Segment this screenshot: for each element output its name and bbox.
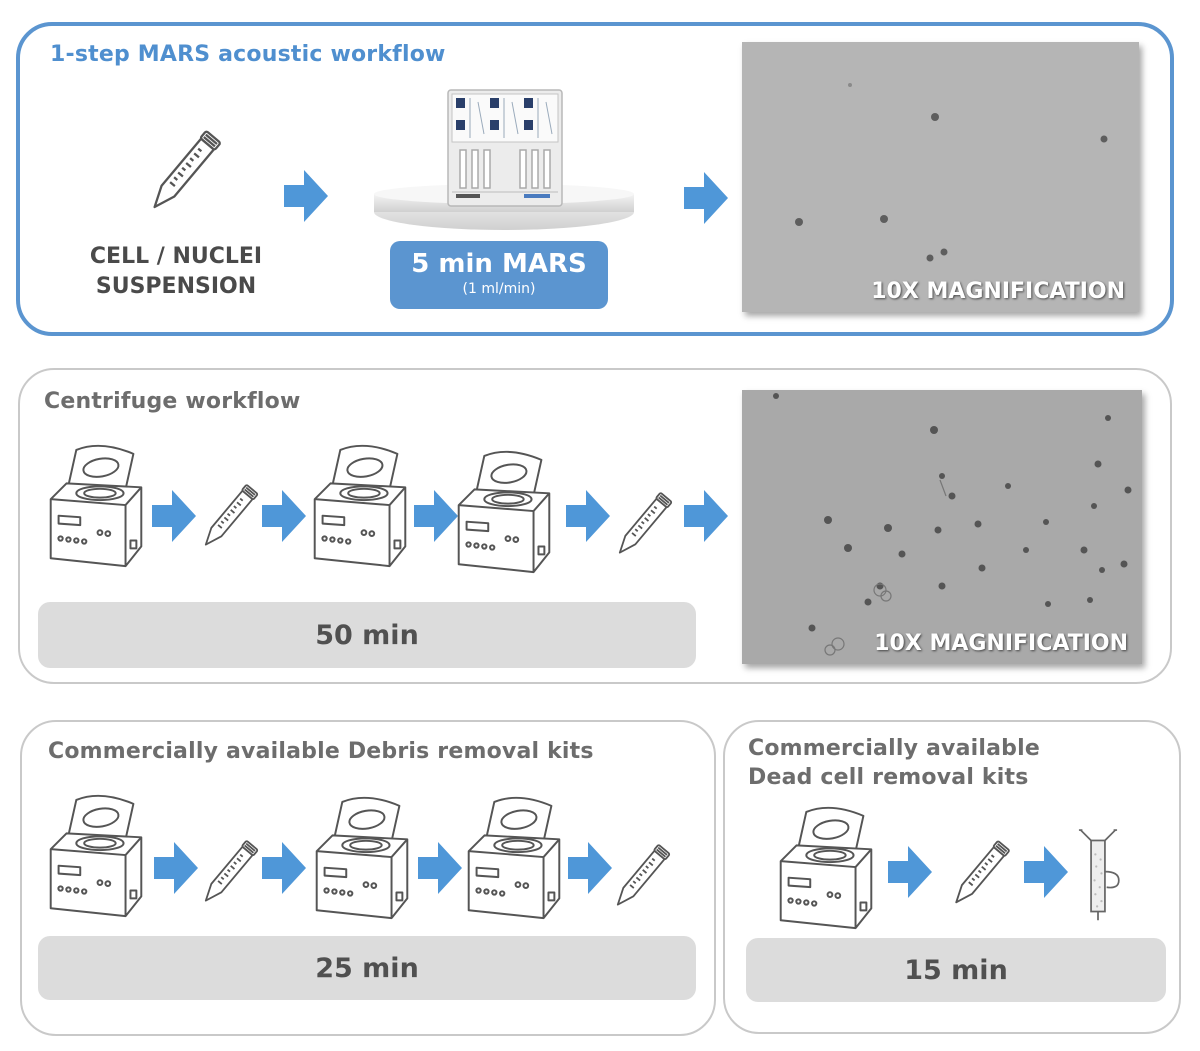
mars-time-box: 5 min MARS (1 ml/min) <box>390 241 608 309</box>
mars-cell-dots <box>742 42 1139 312</box>
mars-panel-title: 1-step MARS acoustic workflow <box>50 42 446 67</box>
arrow-right-icon <box>1024 846 1068 898</box>
centrifuge-icon <box>454 450 554 578</box>
mars-rate-label: (1 ml/min) <box>462 281 536 297</box>
conical-tube-icon <box>132 120 236 224</box>
arrow-right-icon <box>684 490 728 542</box>
dead-cell-time-pill: 15 min <box>746 938 1166 1002</box>
arrow-right-icon <box>284 170 328 222</box>
mars-microscopy-image: 10X MAGNIFICATION <box>742 42 1139 312</box>
dead-cell-title-line2: Dead cell removal kits <box>748 765 1029 790</box>
column-icon <box>1072 824 1124 928</box>
dead-cell-panel-title: Commercially available Dead cell removal… <box>748 734 1040 792</box>
conical-tube-icon <box>600 836 682 918</box>
mars-magnification-label: 10X MAGNIFICATION <box>871 279 1125 304</box>
centrifuge-icon <box>46 794 146 922</box>
centrifuge-panel-title: Centrifuge workflow <box>44 389 301 414</box>
centrifuge-cell-dots <box>742 390 1142 664</box>
arrow-right-icon <box>262 490 306 542</box>
arrow-right-icon <box>888 846 932 898</box>
centrifuge-icon <box>312 796 412 924</box>
arrow-right-icon <box>684 172 728 224</box>
debris-panel-title: Commercially available Debris removal ki… <box>48 739 594 764</box>
mars-time-label: 5 min MARS <box>411 249 587 279</box>
cell-suspension-label: CELL / NUCLEI SUSPENSION <box>80 242 272 302</box>
dead-cell-title-line1: Commercially available <box>748 736 1040 761</box>
conical-tube-icon <box>602 484 684 566</box>
centrifuge-icon <box>464 796 564 924</box>
arrow-right-icon <box>414 490 458 542</box>
cell-label-line2: SUSPENSION <box>95 274 257 299</box>
debris-time-pill: 25 min <box>38 936 696 1000</box>
mars-instrument-icon <box>374 89 634 230</box>
cell-label-line1: CELL / NUCLEI <box>89 244 263 269</box>
centrifuge-icon <box>46 444 146 572</box>
centrifuge-time-pill: 50 min <box>38 602 696 668</box>
centrifuge-microscopy-image: 10X MAGNIFICATION <box>742 390 1142 664</box>
conical-tube-icon <box>188 832 270 914</box>
arrow-right-icon <box>418 842 462 894</box>
arrow-right-icon <box>262 842 306 894</box>
centrifuge-magnification-label: 10X MAGNIFICATION <box>874 631 1128 656</box>
conical-tube-icon <box>938 832 1022 916</box>
conical-tube-icon <box>188 476 270 558</box>
centrifuge-icon <box>310 444 410 572</box>
centrifuge-icon <box>776 806 876 934</box>
